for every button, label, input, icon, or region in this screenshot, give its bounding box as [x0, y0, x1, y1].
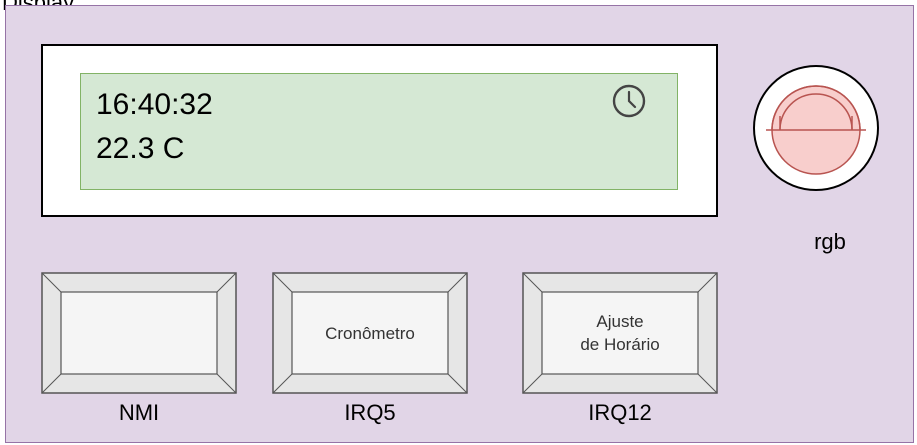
nmi-label: NMI — [118, 400, 160, 425]
lcd-time: 16:40:32 — [96, 88, 213, 121]
nmi-button[interactable] — [41, 272, 237, 394]
led-icon — [766, 85, 866, 175]
rgb-led[interactable] — [752, 64, 880, 200]
led-label: rgb — [814, 229, 846, 254]
cronometro-button-face: Cronômetro — [325, 323, 415, 343]
irq5-label: IRQ5 — [344, 400, 396, 425]
lcd-temperature: 22.3 C — [96, 132, 185, 165]
nmi-button-face — [41, 292, 237, 374]
cronometro-button[interactable]: Cronômetro — [272, 272, 468, 394]
ajuste-horario-button[interactable]: Ajuste de Horário — [522, 272, 718, 394]
clock-icon — [612, 84, 646, 118]
irq12-label: IRQ12 — [588, 400, 652, 425]
lcd-screen: 16:40:32 22.3 C — [80, 73, 678, 190]
ajuste-horario-button-face: Ajuste de Horário — [580, 312, 660, 354]
